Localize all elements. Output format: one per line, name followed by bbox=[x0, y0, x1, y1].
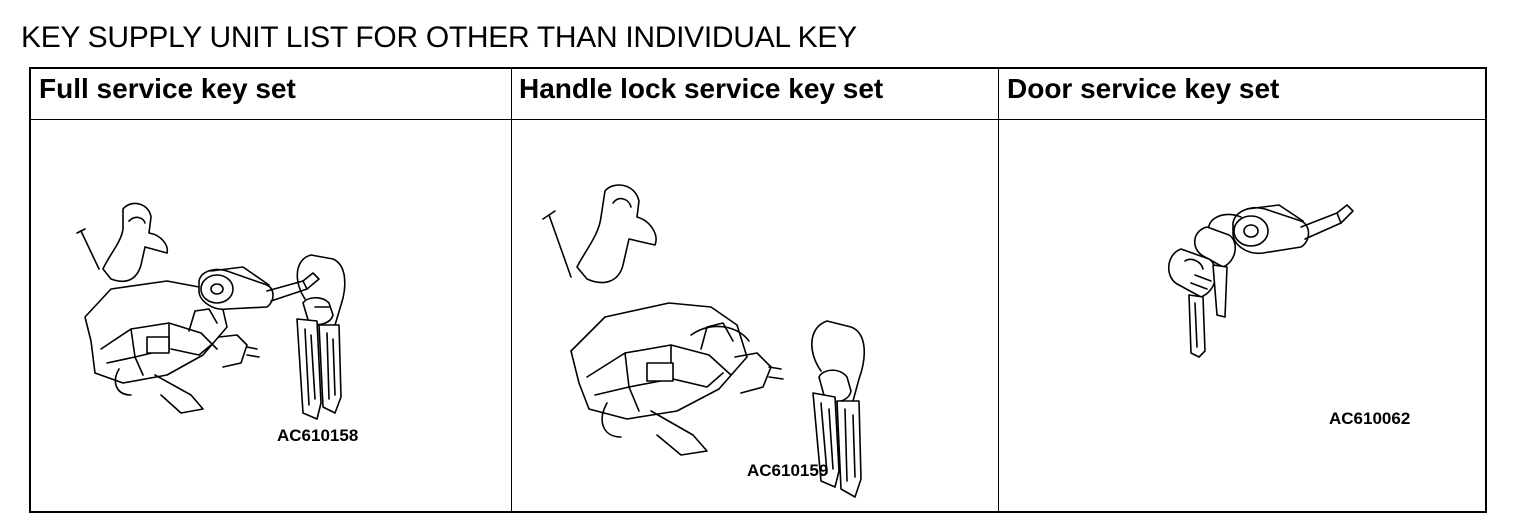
door-key-set-illustration bbox=[1167, 204, 1354, 358]
page-title: KEY SUPPLY UNIT LIST FOR OTHER THAN INDI… bbox=[21, 21, 857, 54]
header-divider bbox=[31, 119, 1485, 120]
header-door-service-key-set: Door service key set bbox=[1007, 73, 1280, 104]
handle-lock-key-set-illustration bbox=[542, 184, 866, 498]
key-supply-table: Full service key set Handle lock service… bbox=[29, 67, 1487, 513]
full-service-key-set-illustration bbox=[76, 202, 346, 420]
part-code-AC610158: AC610158 bbox=[277, 426, 359, 445]
header-handle-lock-service-key-set: Handle lock service key set bbox=[519, 73, 884, 104]
header-full-service-key-set: Full service key set bbox=[39, 73, 296, 104]
column-divider bbox=[511, 69, 512, 511]
part-code-AC610159: AC610159 bbox=[747, 461, 829, 480]
part-code-AC610062: AC610062 bbox=[1329, 409, 1411, 428]
column-divider bbox=[998, 69, 999, 511]
